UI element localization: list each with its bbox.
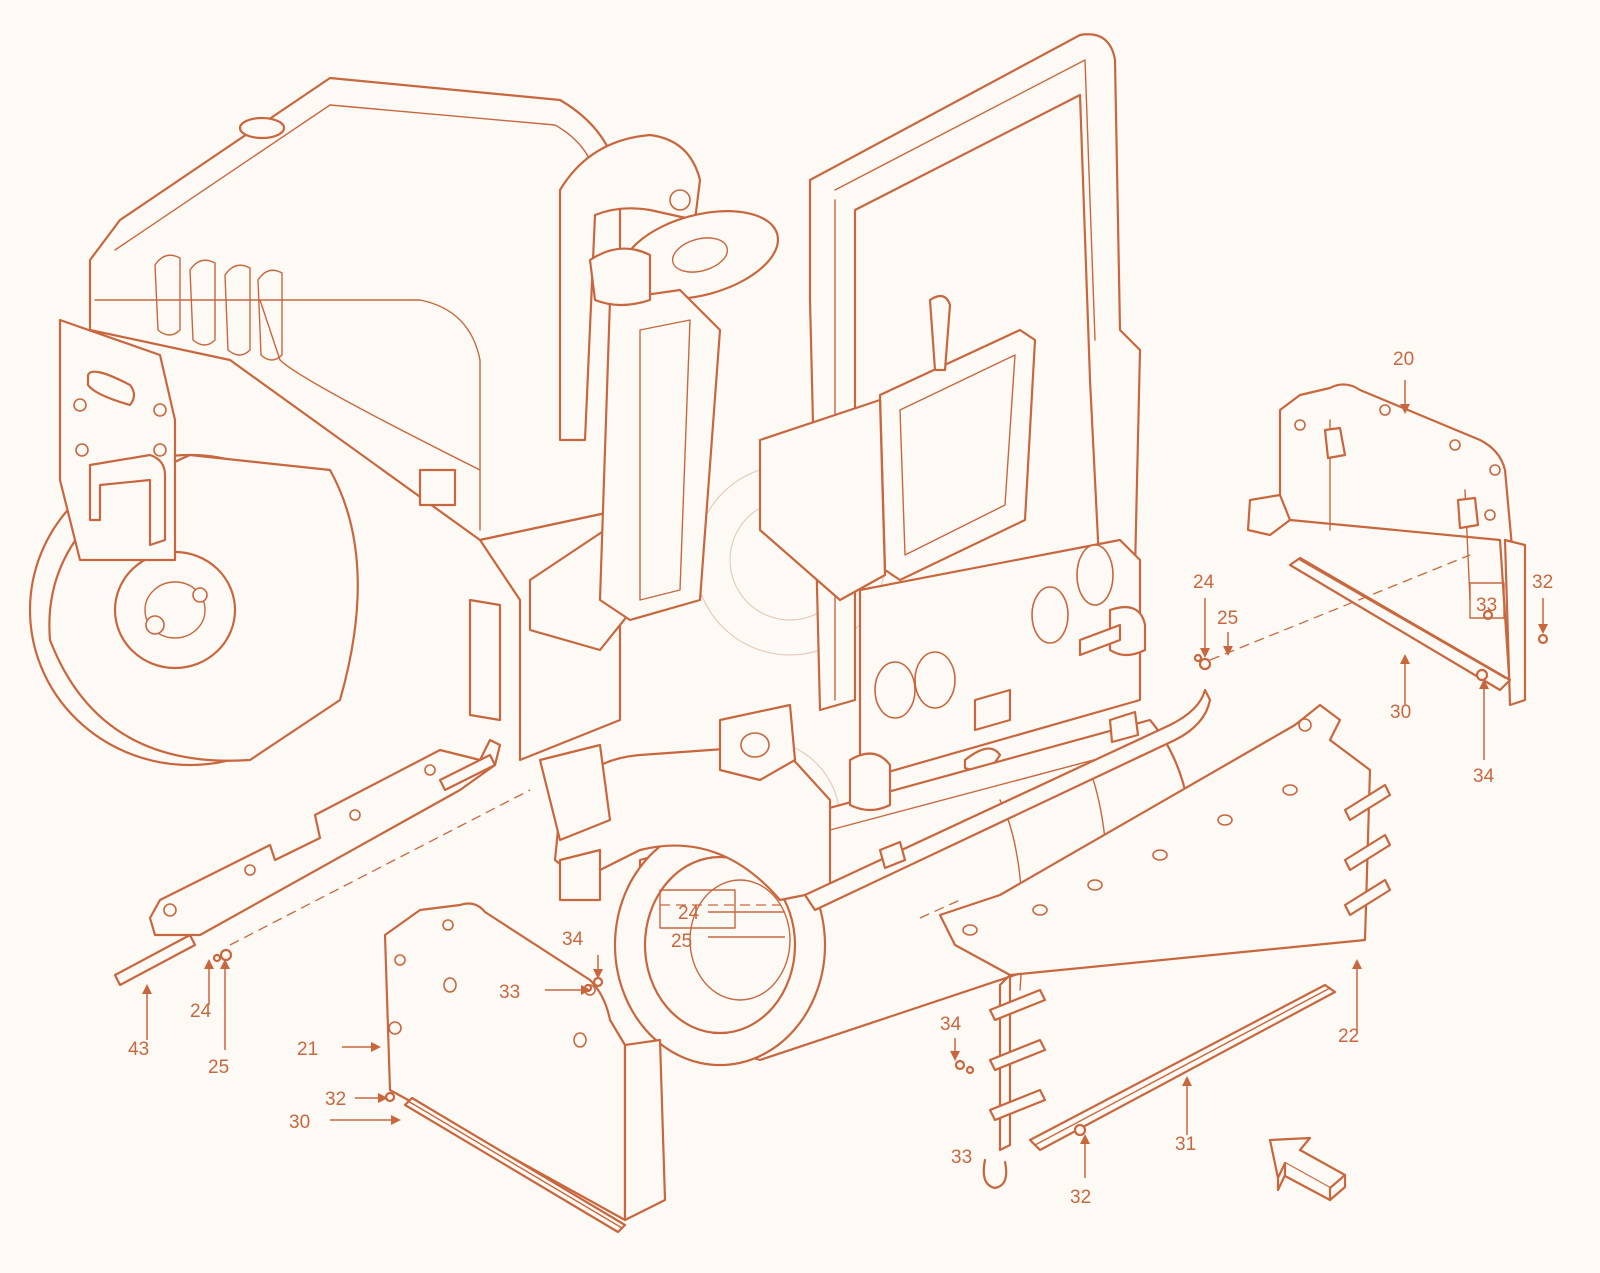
highlight-boxes — [659, 582, 1505, 929]
roller-machine — [28, 33, 1212, 1067]
callout-labels: 20 24 25 32 33 30 34 24 25 34 33 43 24 2… — [128, 349, 1553, 1208]
callout-30: 30 — [289, 1112, 310, 1133]
callout-31: 31 — [1175, 1134, 1196, 1155]
part-22-skirt-panel — [938, 703, 1392, 1152]
callout-33: 33 — [951, 1147, 972, 1168]
rear-side-plate — [58, 318, 177, 562]
callout-32: 32 — [1532, 572, 1553, 593]
callout-leaders — [142, 380, 1548, 1178]
steering-console — [558, 133, 780, 622]
arrow-outline-icon — [1268, 1136, 1347, 1202]
callout-20: 20 — [1393, 349, 1414, 370]
callout-21: 21 — [297, 1039, 318, 1060]
callout-33: 33 — [499, 982, 520, 1003]
front-frame — [858, 538, 1147, 782]
callout-32: 32 — [1070, 1187, 1091, 1208]
part-30-strip-right — [1288, 556, 1512, 692]
part-21-side-panel — [383, 902, 667, 1222]
part-31-strip-front — [1028, 983, 1337, 1152]
callout-22: 22 — [1338, 1026, 1359, 1047]
callout-32: 32 — [325, 1089, 346, 1110]
part-30-strip-left — [403, 1096, 627, 1234]
callout-34: 34 — [562, 929, 584, 950]
callout-34: 34 — [940, 1014, 962, 1035]
callout-34: 34 — [1473, 766, 1495, 787]
alignment-lines — [229, 554, 1471, 946]
callout-24: 24 — [1193, 572, 1215, 593]
fasteners — [212, 609, 1549, 1190]
callout-25: 25 — [208, 1057, 229, 1078]
callout-25: 25 — [671, 931, 692, 952]
callout-24: 24 — [190, 1001, 212, 1022]
front-bumper — [803, 688, 1212, 912]
part-43-plate — [113, 738, 502, 987]
callout-43: 43 — [128, 1039, 149, 1060]
callout-30: 30 — [1390, 702, 1411, 723]
operator-seat — [758, 294, 1037, 602]
part-20-side-panel — [1246, 383, 1527, 707]
callout-24: 24 — [678, 903, 700, 924]
callout-33: 33 — [1476, 595, 1497, 616]
callout-25: 25 — [1217, 608, 1238, 629]
front-housing — [538, 703, 892, 902]
